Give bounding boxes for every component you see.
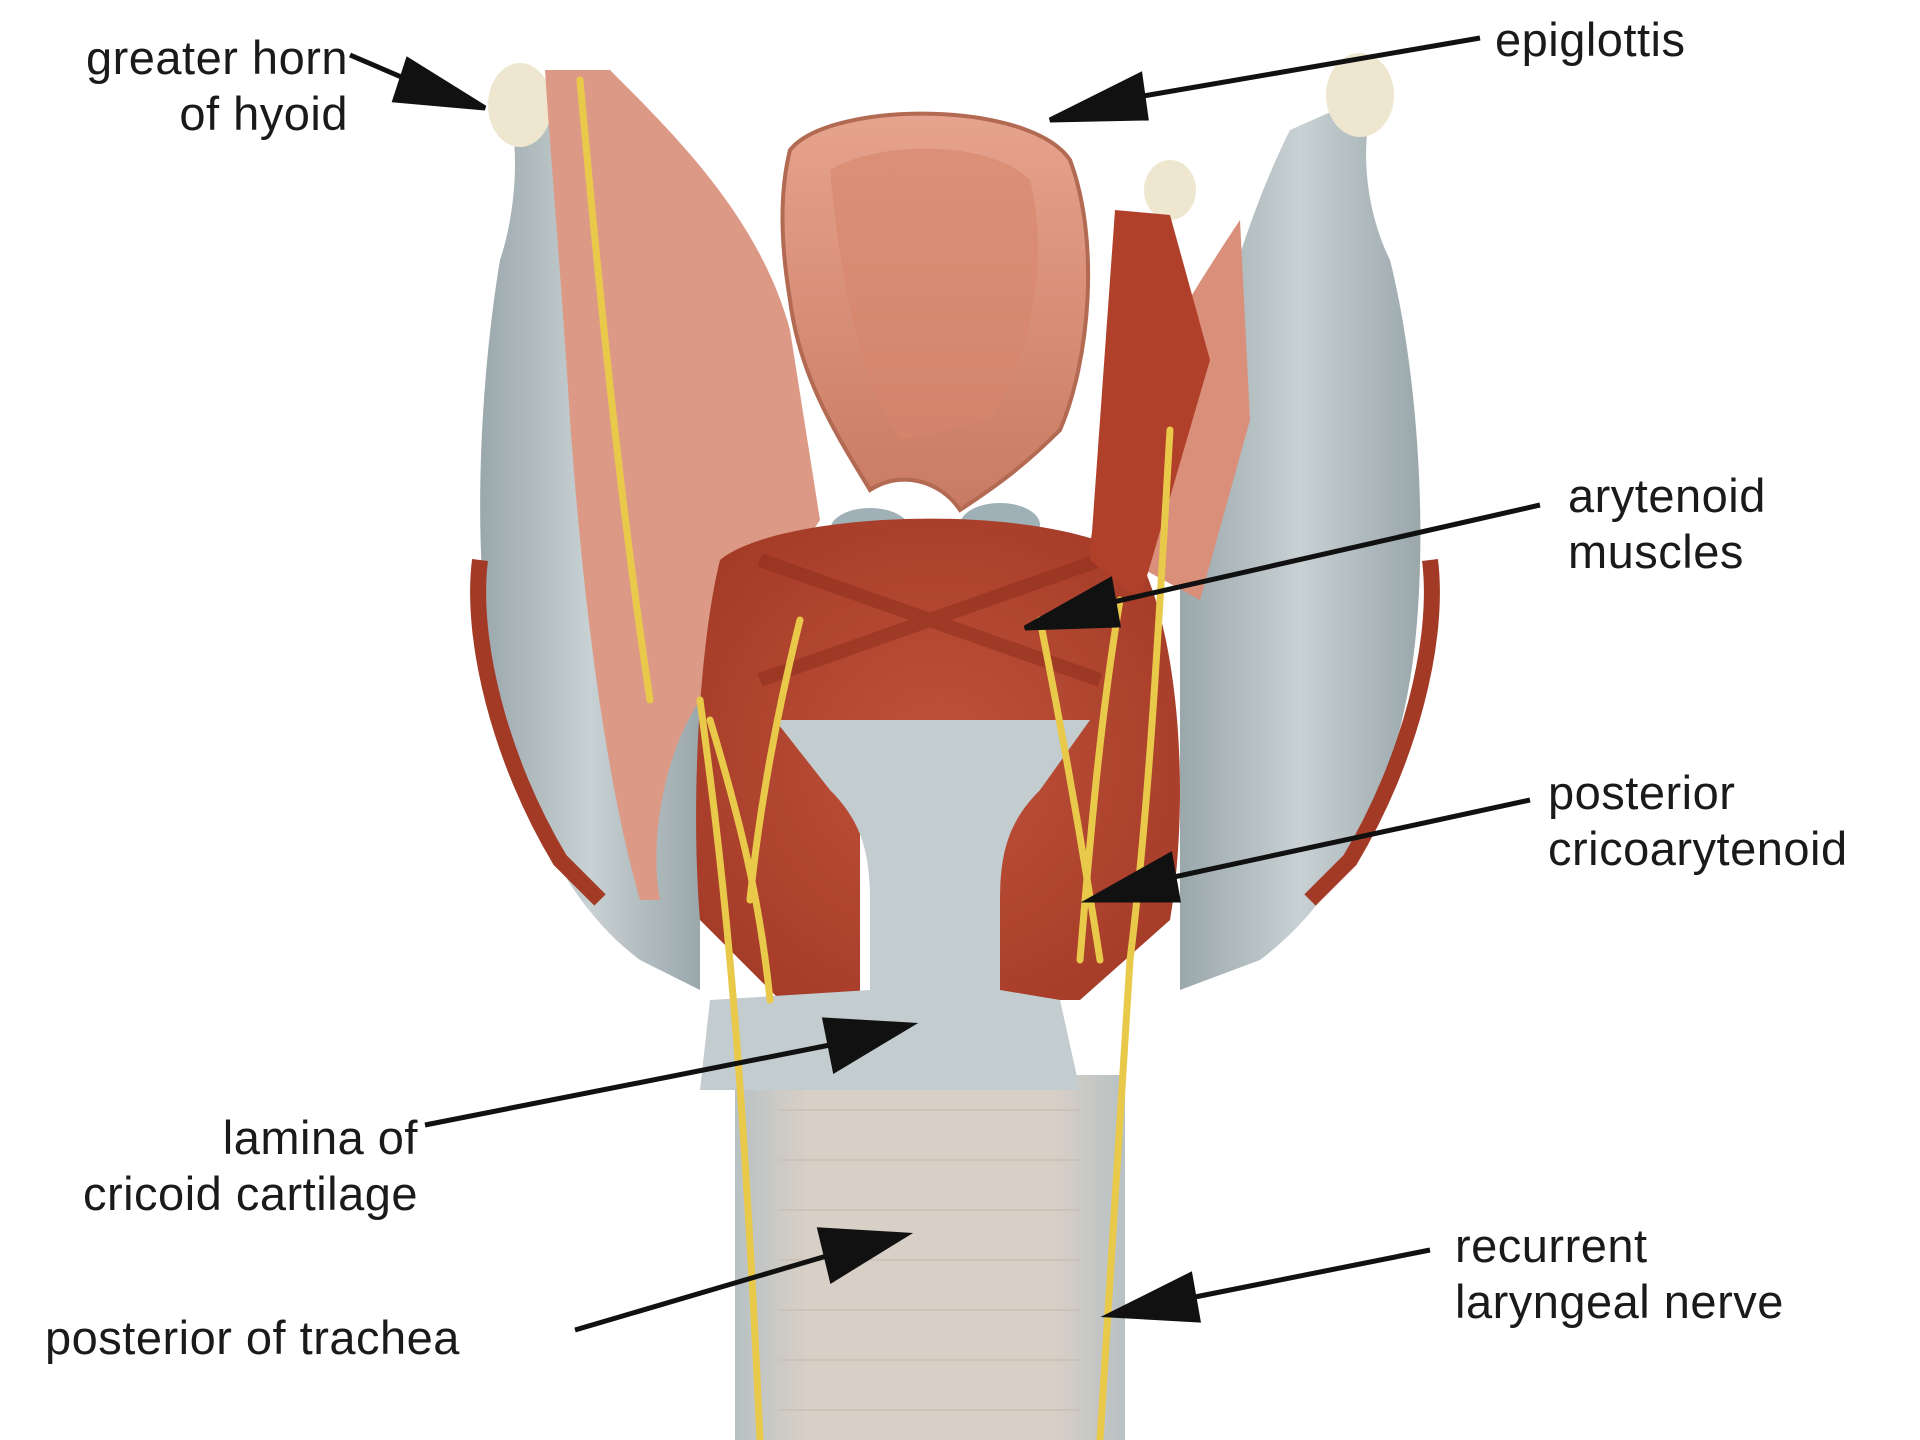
arrow-greater-horn — [350, 55, 485, 108]
label-arytenoid-line2: muscles — [1568, 524, 1766, 580]
label-epiglottis-line1: epiglottis — [1495, 12, 1686, 68]
label-trachea-line1: posterior of trachea — [45, 1310, 460, 1366]
label-posterior-crico-line2: cricoarytenoid — [1548, 821, 1848, 877]
trachea — [735, 1075, 1125, 1440]
label-recurrent: recurrent laryngeal nerve — [1455, 1218, 1784, 1330]
label-arytenoid: arytenoid muscles — [1568, 468, 1766, 580]
label-greater-horn: greater horn of hyoid — [18, 30, 348, 142]
label-posterior-crico: posterior cricoarytenoid — [1548, 765, 1848, 877]
label-recurrent-line1: recurrent — [1455, 1218, 1784, 1274]
label-greater-horn-line2: of hyoid — [18, 86, 348, 142]
label-lamina-line1: lamina of — [10, 1110, 418, 1166]
label-lamina: lamina of cricoid cartilage — [10, 1110, 418, 1222]
label-posterior-crico-line1: posterior — [1548, 765, 1848, 821]
label-lamina-line2: cricoid cartilage — [10, 1166, 418, 1222]
arrow-epiglottis — [1050, 38, 1480, 120]
label-recurrent-line2: laryngeal nerve — [1455, 1274, 1784, 1330]
label-trachea: posterior of trachea — [45, 1310, 460, 1366]
label-arytenoid-line1: arytenoid — [1568, 468, 1766, 524]
label-greater-horn-line1: greater horn — [18, 30, 348, 86]
label-epiglottis: epiglottis — [1495, 12, 1686, 68]
epiglottis — [783, 114, 1089, 510]
arrow-recurrent — [1110, 1250, 1430, 1320]
